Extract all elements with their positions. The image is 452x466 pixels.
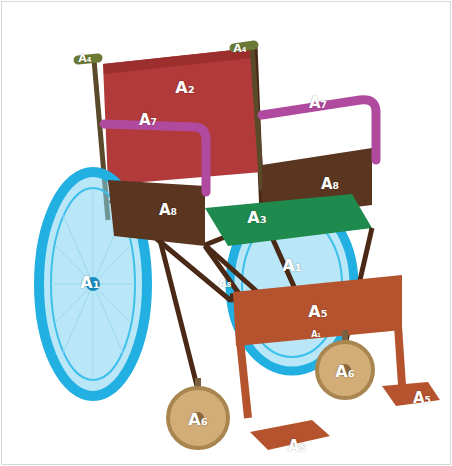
part-label: A₂ bbox=[175, 80, 194, 96]
part-label: A₈ bbox=[321, 177, 339, 192]
part-label: A₈ bbox=[159, 203, 177, 218]
part-label: A₅ bbox=[288, 439, 306, 454]
part-label: A₄ bbox=[233, 43, 246, 54]
part-label: A₈ bbox=[218, 278, 231, 289]
part-label: A₅ bbox=[308, 304, 327, 320]
part-label: A₆ bbox=[188, 412, 207, 428]
part-label: A₇ bbox=[139, 113, 157, 128]
part-label: A₁ bbox=[80, 275, 99, 291]
part-label: A₁ bbox=[311, 331, 321, 339]
part-label: A₄ bbox=[78, 53, 91, 64]
part-label: A₃ bbox=[247, 210, 266, 226]
part-label: A₆ bbox=[335, 364, 354, 380]
part-label: A₅ bbox=[413, 391, 431, 406]
part-label: A₁ bbox=[282, 258, 301, 274]
part-label: A₇ bbox=[309, 96, 327, 111]
